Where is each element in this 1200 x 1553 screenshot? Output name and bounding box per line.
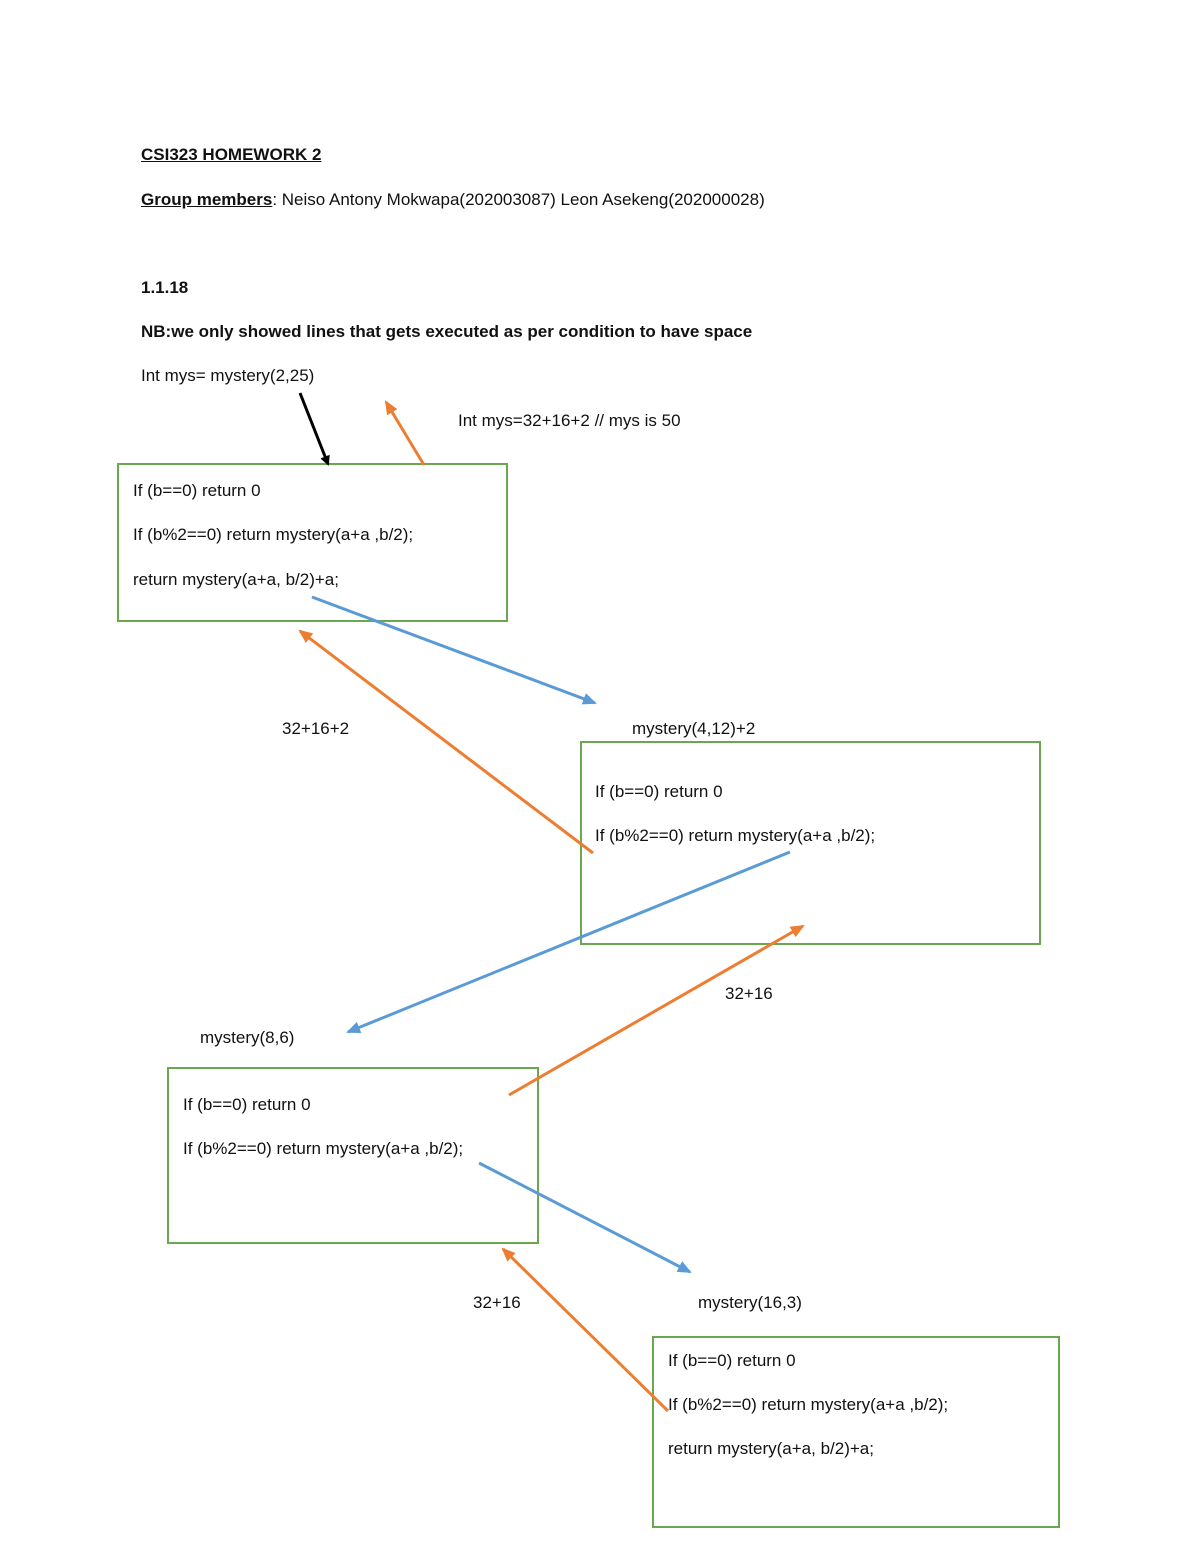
return-arrow-final — [384, 400, 426, 466]
section-number: 1.1.18 — [141, 278, 189, 297]
final-result: Int mys=32+16+2 // mys is 50 — [458, 411, 681, 430]
section-note: NB:we only showed lines that gets execut… — [141, 322, 753, 341]
start-arrow — [298, 392, 330, 466]
box3-base-case: If (b==0) return 0 — [183, 1095, 311, 1114]
call-label-2: mystery(4,12)+2 — [632, 719, 756, 738]
group-members-names: Neiso Antony Mokwapa(202003087) Leon Ase… — [277, 190, 765, 209]
call-arrow-2 — [346, 850, 791, 1034]
call-box-3 — [167, 1067, 539, 1244]
call-box-4 — [652, 1336, 1060, 1528]
call-arrow-3 — [478, 1161, 692, 1274]
box1-base-case: If (b==0) return 0 — [133, 481, 261, 500]
return-arrow-3 — [501, 1247, 670, 1413]
box4-base-case: If (b==0) return 0 — [668, 1351, 796, 1370]
group-members-line: Group members: Neiso Antony Mokwapa(2020… — [141, 190, 765, 210]
call-label-3: mystery(8,6) — [200, 1028, 295, 1047]
call-arrow-1 — [311, 595, 597, 705]
return-label-2: 32+16 — [725, 984, 773, 1003]
return-arrow-2 — [508, 924, 805, 1097]
initial-call: Int mys= mystery(2,25) — [141, 366, 315, 385]
page-title: CSI323 HOMEWORK 2 — [141, 145, 322, 164]
return-arrow-1 — [298, 629, 594, 855]
box1-odd-case: return mystery(a+a, b/2)+a; — [133, 570, 339, 589]
group-members-colon: : — [272, 190, 278, 209]
return-label-1: 32+16+2 — [282, 719, 350, 738]
box2-base-case: If (b==0) return 0 — [595, 782, 723, 801]
box4-even-case: If (b%2==0) return mystery(a+a ,b/2); — [668, 1395, 949, 1414]
group-members-label: Group members — [141, 190, 273, 209]
box1-even-case: If (b%2==0) return mystery(a+a ,b/2); — [133, 525, 414, 544]
box3-even-case: If (b%2==0) return mystery(a+a ,b/2); — [183, 1139, 464, 1158]
box2-even-case: If (b%2==0) return mystery(a+a ,b/2); — [595, 826, 876, 845]
call-box-1 — [117, 463, 508, 622]
box4-odd-case: return mystery(a+a, b/2)+a; — [668, 1439, 874, 1458]
call-label-4: mystery(16,3) — [698, 1293, 802, 1312]
return-label-3: 32+16 — [473, 1293, 521, 1312]
